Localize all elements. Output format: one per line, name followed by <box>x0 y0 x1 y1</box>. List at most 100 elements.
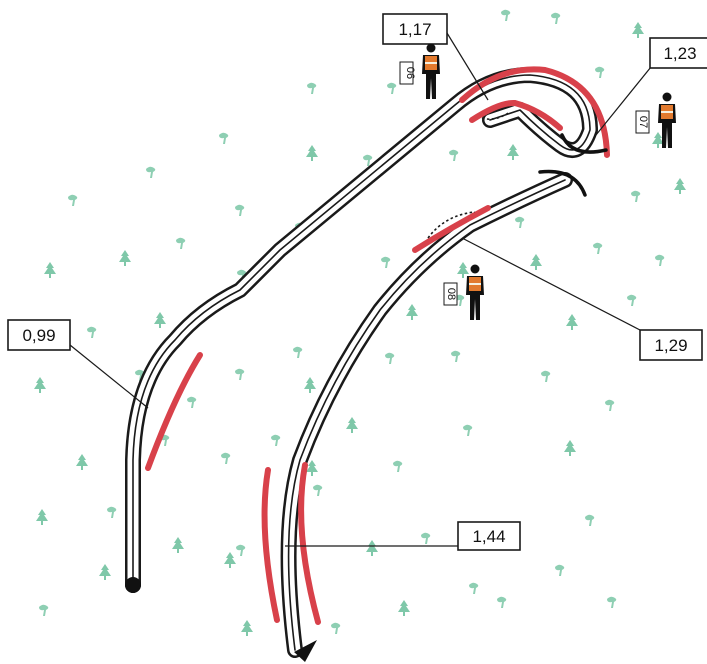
sapling-tree-icon <box>219 132 229 144</box>
fir-tree-icon <box>119 250 131 266</box>
label-c: 0,99 <box>7 319 71 351</box>
fir-tree-icon <box>36 509 48 525</box>
label-c-text: 0,99 <box>22 326 55 345</box>
marshal-icon <box>466 264 484 320</box>
sapling-tree-icon <box>541 370 551 382</box>
sapling-tree-icon <box>187 396 197 408</box>
fir-tree-icon <box>346 417 358 433</box>
fir-tree-icon <box>44 262 56 278</box>
fir-tree-icon <box>172 537 184 553</box>
sapling-tree-icon <box>107 506 117 518</box>
sapling-tree-icon <box>39 604 49 616</box>
leader-line-a <box>446 32 489 101</box>
label-e-text: 1,44 <box>472 527 505 546</box>
sapling-tree-icon <box>655 254 665 266</box>
marshal-id-box-a <box>399 61 414 85</box>
start-dot-icon <box>125 577 141 593</box>
fir-tree-icon <box>366 540 378 556</box>
leader-line-b <box>595 61 656 136</box>
marshal-icon <box>422 43 440 99</box>
track <box>125 67 598 658</box>
cut-line-mid <box>427 211 476 239</box>
sapling-tree-icon <box>313 484 323 496</box>
sapling-tree-icon <box>421 532 431 544</box>
fir-tree-icon <box>34 377 46 393</box>
cut-line-hairpin <box>481 111 511 120</box>
sapling-tree-icon <box>331 622 341 634</box>
marshal-id-box-b <box>635 110 650 134</box>
sapling-tree-icon <box>605 399 615 411</box>
sapling-tree-icon <box>585 514 595 526</box>
barrier-arc-exit <box>538 169 587 197</box>
fir-tree-icon <box>99 564 111 580</box>
danger-mark-hairpin-outer <box>459 66 610 158</box>
marshal-id-a: 06 <box>404 67 416 79</box>
label-d: 1,29 <box>639 329 703 361</box>
danger-mark-hairpin-inner <box>469 99 563 131</box>
marshal-post-a: 06 <box>399 43 440 99</box>
marshal-id-c: 08 <box>445 288 457 300</box>
sapling-tree-icon <box>501 9 511 21</box>
fir-tree-icon <box>530 254 542 270</box>
leader-line-c <box>69 344 149 409</box>
finish-arrow-icon <box>294 640 317 662</box>
label-a: 1,17 <box>382 13 448 45</box>
fir-tree-icon <box>566 314 578 330</box>
sapling-tree-icon <box>271 434 281 446</box>
sapling-tree-icon <box>551 12 561 24</box>
sapling-tree-icon <box>607 596 617 608</box>
sapling-tree-icon <box>385 352 395 364</box>
label-a-text: 1,17 <box>398 20 431 39</box>
marshal-id-box-c <box>443 282 458 306</box>
marshal-post-c: 08 <box>443 264 484 320</box>
sapling-tree-icon <box>595 66 605 78</box>
fir-tree-icon <box>154 312 166 328</box>
fir-tree-icon <box>306 460 318 476</box>
barrier-arc-hairpin <box>560 133 608 154</box>
danger-mark-mid <box>412 205 491 253</box>
fir-tree-icon <box>241 620 253 636</box>
danger-mark-right-bottom <box>298 462 321 625</box>
label-b-text: 1,23 <box>663 44 696 63</box>
leader-line-d <box>461 237 641 331</box>
fir-tree-icon <box>224 552 236 568</box>
label-b: 1,23 <box>649 37 707 69</box>
fir-tree-icon <box>398 600 410 616</box>
sapling-tree-icon <box>469 582 479 594</box>
fir-tree-icon <box>304 377 316 393</box>
fir-tree-icon <box>674 178 686 194</box>
sapling-tree-icon <box>393 460 403 472</box>
fir-tree-icon <box>306 145 318 161</box>
label-e: 1,44 <box>457 521 521 551</box>
danger-markings <box>145 66 610 625</box>
sapling-tree-icon <box>307 82 317 94</box>
fir-tree-icon <box>76 454 88 470</box>
marshal-id-b: 07 <box>637 116 649 128</box>
marshal-post-b: 07 <box>635 92 676 148</box>
danger-mark-left-bottom <box>261 467 280 623</box>
sapling-tree-icon <box>381 256 391 268</box>
sapling-tree-icon <box>515 216 525 228</box>
sapling-tree-icon <box>221 452 231 464</box>
sapling-tree-icon <box>235 204 245 216</box>
sapling-tree-icon <box>463 424 473 436</box>
marshal-icon <box>658 92 676 148</box>
label-d-text: 1,29 <box>654 336 687 355</box>
sapling-tree-icon <box>451 350 461 362</box>
fir-tree-icon <box>406 304 418 320</box>
sapling-tree-icon <box>68 194 78 206</box>
sapling-tree-icon <box>555 564 565 576</box>
sapling-tree-icon <box>293 346 303 358</box>
sapling-tree-icon <box>176 237 186 249</box>
sapling-tree-icon <box>387 82 397 94</box>
fir-tree-icon <box>507 144 519 160</box>
sapling-tree-icon <box>449 149 459 161</box>
sapling-tree-icon <box>593 242 603 254</box>
sapling-tree-icon <box>236 544 246 556</box>
sapling-tree-icon <box>497 596 507 608</box>
sapling-tree-icon <box>146 166 156 178</box>
sapling-tree-icon <box>631 190 641 202</box>
sapling-tree-icon <box>235 368 245 380</box>
fir-tree-icon <box>457 262 469 278</box>
